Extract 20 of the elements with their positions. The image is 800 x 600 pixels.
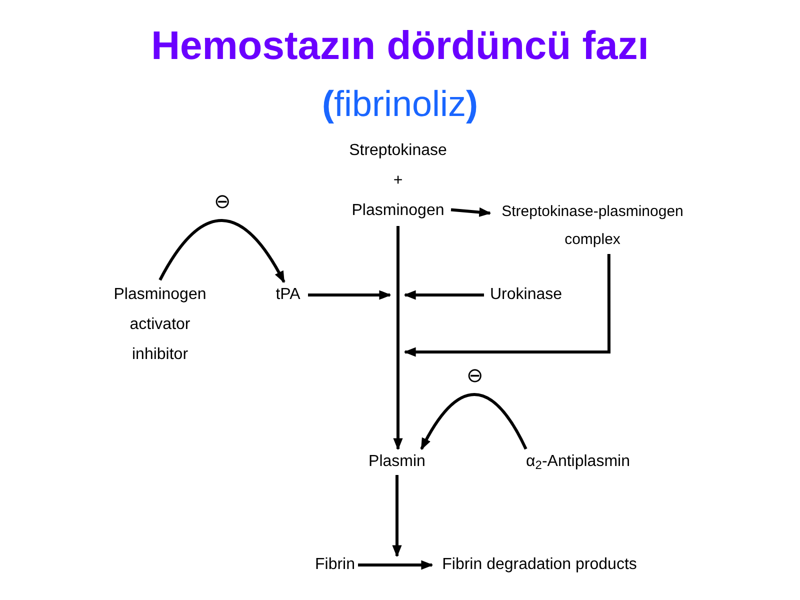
arrow — [404, 254, 610, 357]
substance-label: tPA — [268, 282, 308, 308]
substance-label: Urokinase — [484, 282, 568, 308]
arrow — [308, 290, 392, 300]
substance-label: α$_{2}$-Antiplasmin — [516, 449, 640, 475]
substance-label: Streptokinase-plasminogen complex — [490, 198, 695, 254]
substance-label: Fibrin — [312, 552, 358, 578]
arrow — [404, 290, 484, 300]
curved-arrow — [158, 219, 286, 284]
substance-label: Fibrin degradation products — [432, 552, 647, 578]
arrow — [393, 226, 403, 450]
arrow — [358, 560, 434, 570]
title: Hemostazın dördüncü fazı — [150, 23, 650, 70]
substance-label: Streptokinase + Plasminogen — [345, 136, 451, 226]
arrow — [450, 207, 492, 217]
curved-arrow — [420, 393, 528, 450]
subtitle: (fibrinoliz) — [320, 82, 480, 126]
substance-label: Plasminogen activator inhibitor — [110, 280, 210, 370]
arrow — [392, 475, 402, 558]
substance-label: Plasmin — [362, 449, 432, 475]
